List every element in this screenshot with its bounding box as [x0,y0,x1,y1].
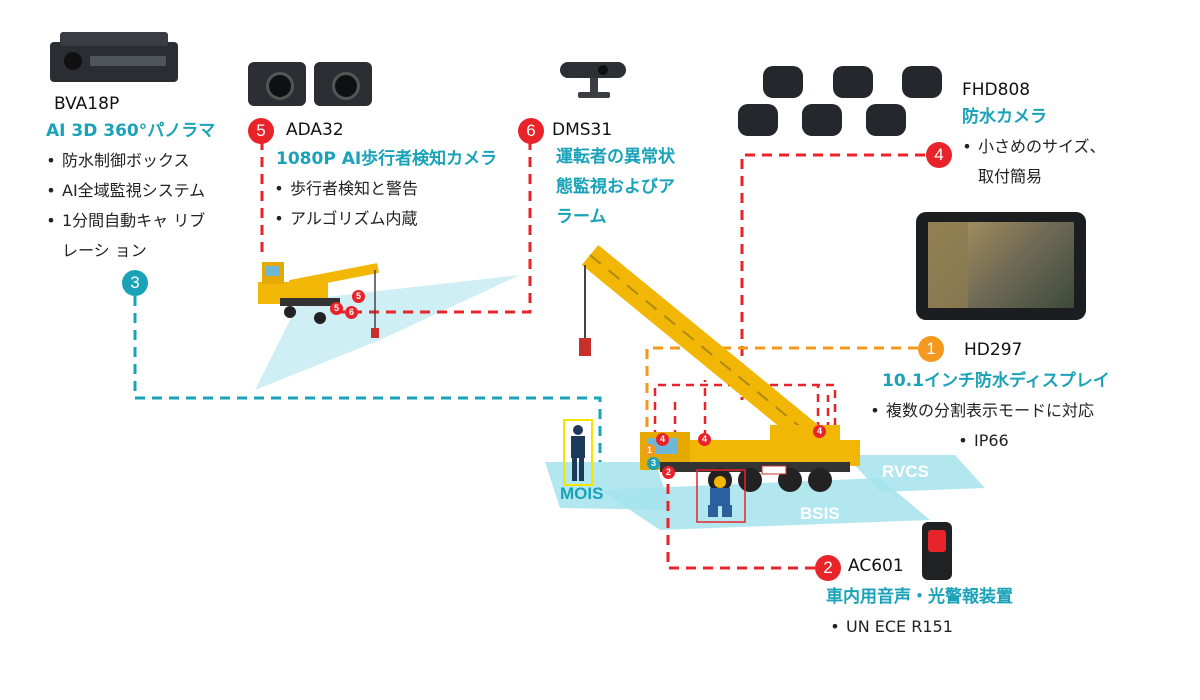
dms-title: 運転者の異常状 態監視およびア ラーム [556,147,675,227]
monitor-icon [916,212,1086,320]
mini-badge-5b: 5 [330,302,343,315]
mini-badge-1: 1 [643,444,656,457]
zone-label-rvcs: RVCS [882,462,929,481]
ac-badge: 2 [815,555,841,581]
hd-badge: 1 [918,336,944,362]
fhd-badge: 4 [926,142,952,168]
fhd-model: FHD808 [962,80,1031,100]
hd-model: HD297 [964,340,1023,360]
fhd-bullet-1: •小さめのサイズ、 [962,137,1106,156]
ada-model: ADA32 [286,120,344,140]
bullet-dot: • [46,181,56,200]
dms-model: DMS31 [552,120,613,140]
large-crane-illustration [579,244,860,492]
bullet-dot: • [46,151,56,170]
ada-bullet-2: •アルゴリズム内蔵 [274,209,418,228]
bsis-zone [600,478,930,530]
ac-model: AC601 [848,556,904,576]
zone-label-mois: MOIS [560,484,604,503]
dms-badge: 6 [518,118,544,144]
line-bva [133,296,602,462]
ada-bullet-1: •歩行者検知と警告 [274,179,419,198]
ac-bullets: •UN ECE R151 [824,612,953,642]
pedestrian-figure [563,419,593,486]
ai-camera-icon [248,62,376,108]
ac-title: 車内用音声・光警報装置 [826,587,1013,607]
fhd-bullets: •小さめのサイズ、 取付簡易 [956,132,1106,192]
hd-bullet-2: •IP66 [958,431,1009,450]
dms-camera-icon [560,56,632,100]
hd-bullets: •複数の分割表示モードに対応 •IP66 [864,396,1094,456]
mini-badge-6: 6 [345,306,358,319]
alarm-speaker-icon [922,522,952,580]
bva-title: AI 3D 360°パノラマ [46,121,216,141]
bullet-dot: • [46,211,56,230]
hd-title: 10.1インチ防水ディスプレイ [882,371,1110,391]
ada-badge: 5 [248,118,274,144]
line-hd [645,346,918,440]
ada-title: 1080P AI歩行者検知カメラ [276,149,498,169]
bva-bullet-2: •AI全域監視システム [40,176,205,206]
bva-badge: 3 [122,270,148,296]
mini-badge-4b: 4 [698,433,711,446]
mini-camera-icon [738,66,944,138]
worker-figure [696,469,746,523]
bva-bullet-3-cont: レーシ ョン [62,241,147,260]
mini-badge-3: 3 [647,457,660,470]
bva-bullets: •防水制御ボックス •AI全域監視システム •1分間自動キャ リブ レーシ ョン [40,146,205,266]
ac-bullet-1: •UN ECE R151 [830,617,953,636]
mini-badge-4a: 4 [656,433,669,446]
fhd-title: 防水カメラ [962,107,1047,127]
ada-bullets: •歩行者検知と警告 •アルゴリズム内蔵 [268,174,418,234]
dvr-box-icon [50,32,178,86]
bva-bullet-3: •1分間自動キャ リブ [40,206,205,236]
mini-badge-4c: 4 [813,425,826,438]
mini-badge-2: 2 [662,466,675,479]
rvcs-zone [845,455,985,492]
small-crane-illustration [258,262,379,338]
mini-badge-5a: 5 [352,290,365,303]
fhd-bullet-1-cont: 取付簡易 [978,167,1043,186]
line-dms [340,140,532,314]
zone-label-bsis: BSIS [800,504,840,523]
hd-bullet-1: •複数の分割表示モードに対応 [870,401,1095,420]
line-ac [666,480,815,570]
bva-model: BVA18P [54,94,120,114]
line-fhd [740,153,925,400]
bva-bullet-1: •防水制御ボックス [40,146,205,176]
